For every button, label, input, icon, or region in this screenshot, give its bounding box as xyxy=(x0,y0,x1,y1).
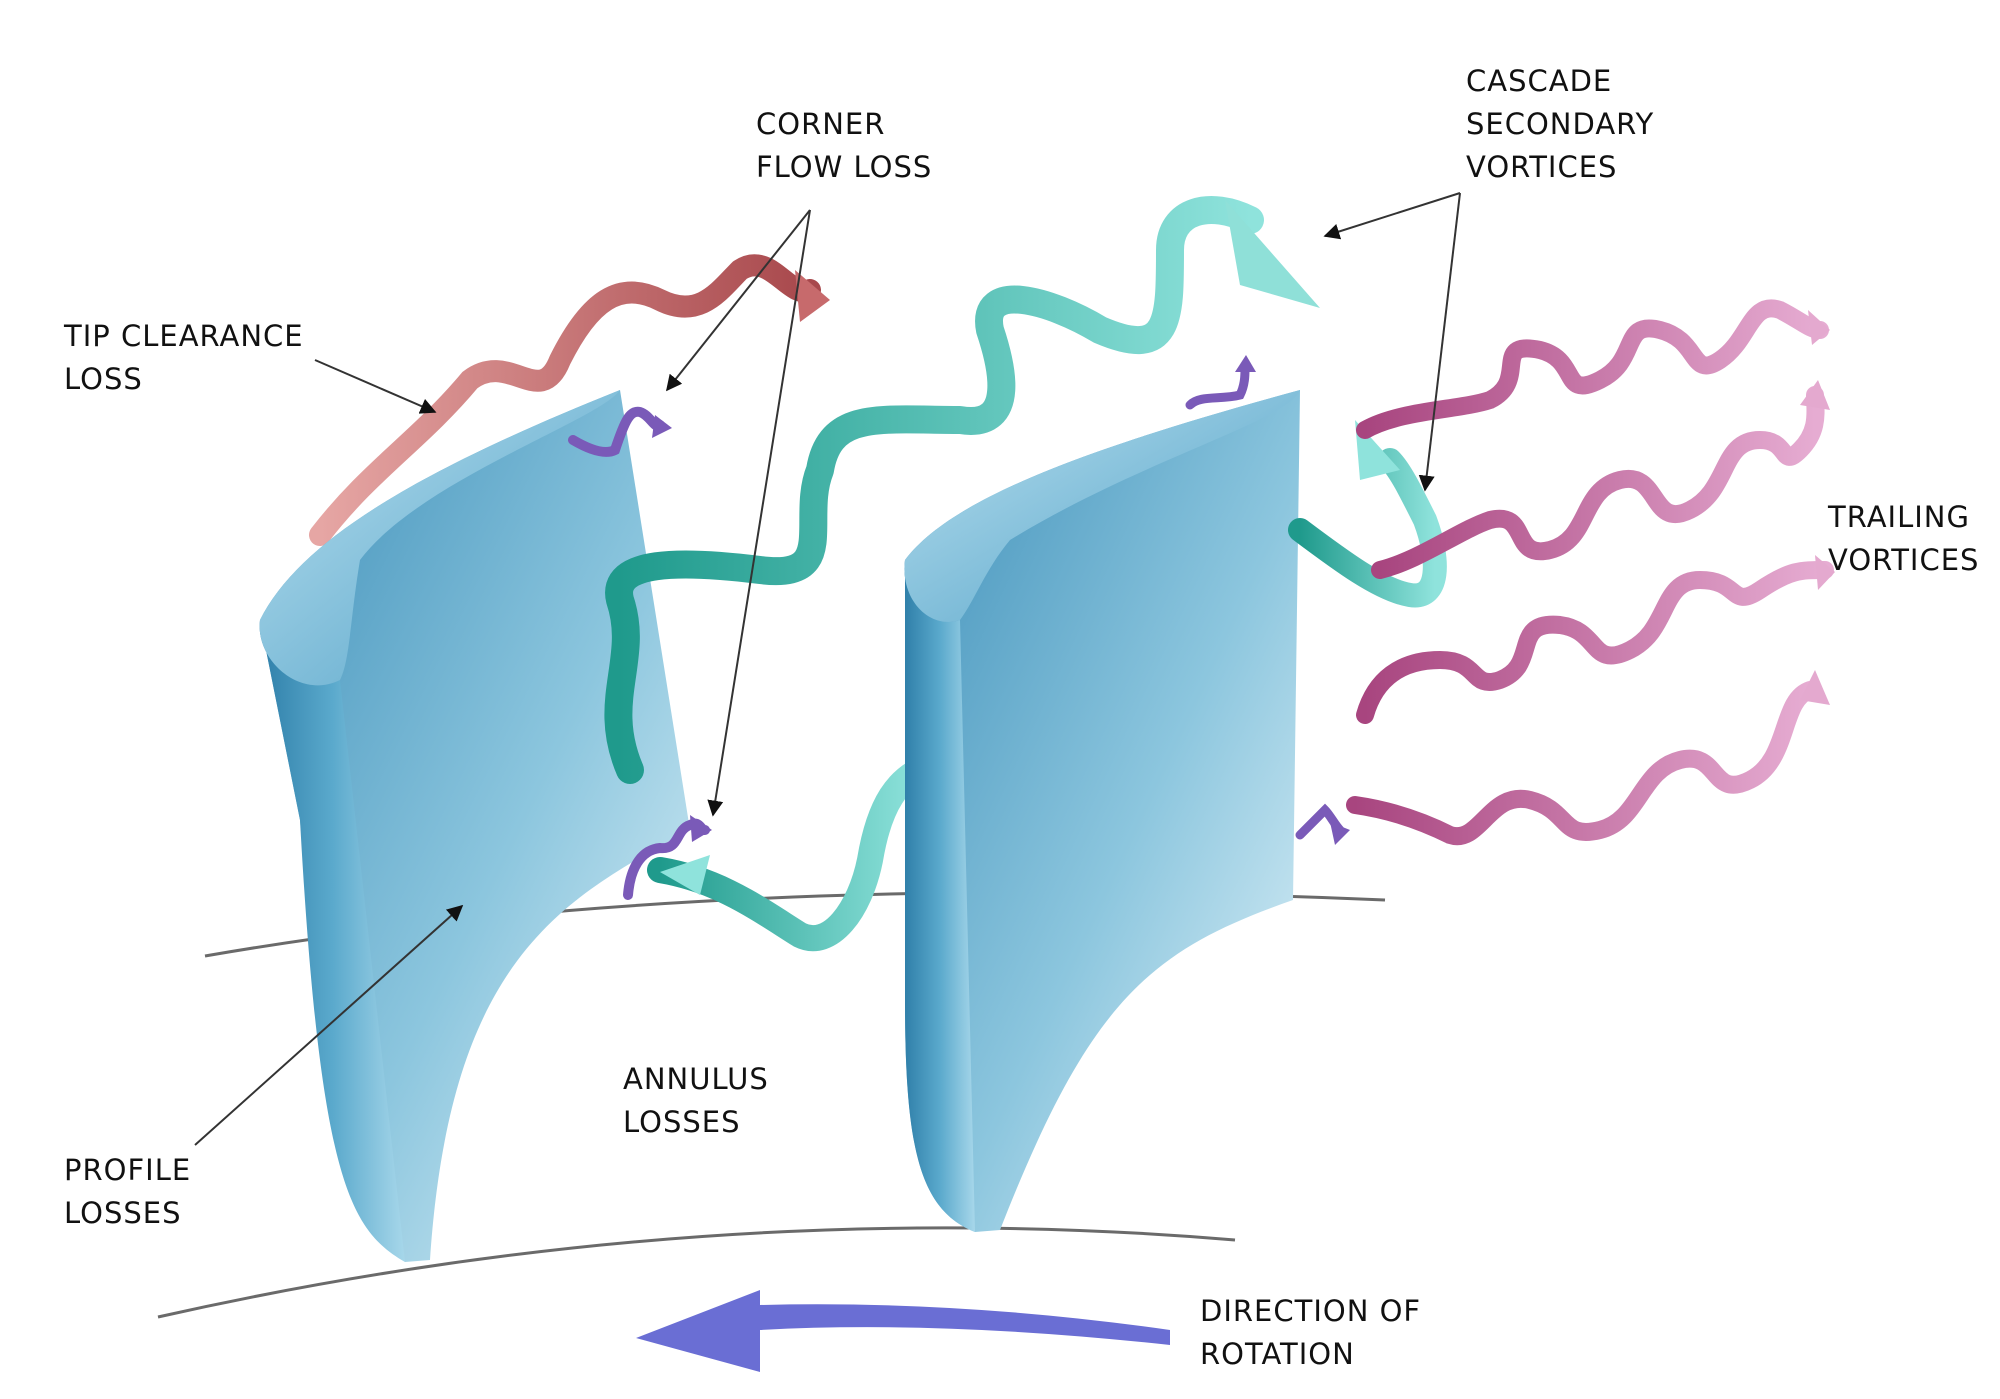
leader-cascade-top xyxy=(1323,192,1461,240)
leader-lines xyxy=(194,192,1461,1146)
leader-cascade-bottom xyxy=(1418,192,1461,492)
cascade-secondary-vortex xyxy=(604,196,1264,784)
trailing-vortex-3 xyxy=(1356,561,1834,724)
leader-profile xyxy=(194,904,464,1146)
trailing-vortex-4 xyxy=(1346,681,1819,846)
corner-vortices xyxy=(568,355,1350,900)
tip-clearance-vortex xyxy=(309,254,821,546)
tip-clearance-arrowhead xyxy=(795,270,830,322)
leader-corner-top xyxy=(666,209,811,392)
trailing-vortices xyxy=(1346,299,1835,846)
trailing-vortex-2 xyxy=(1371,386,1825,579)
leader-tip-clearance xyxy=(314,359,437,414)
leader-corner-bottom xyxy=(707,209,811,817)
cascade-secondary-arrowhead xyxy=(1225,200,1320,308)
annulus-vortex xyxy=(647,757,933,952)
hub-line xyxy=(157,1226,1236,1319)
rotation-arrow xyxy=(636,1290,1170,1372)
trailing-vortex-1 xyxy=(1356,299,1829,439)
blade-left xyxy=(259,390,690,1262)
annulus-vortex-arrowhead xyxy=(660,855,710,895)
secondary-vortex-exit xyxy=(1288,448,1447,608)
blade-right xyxy=(904,390,1300,1232)
